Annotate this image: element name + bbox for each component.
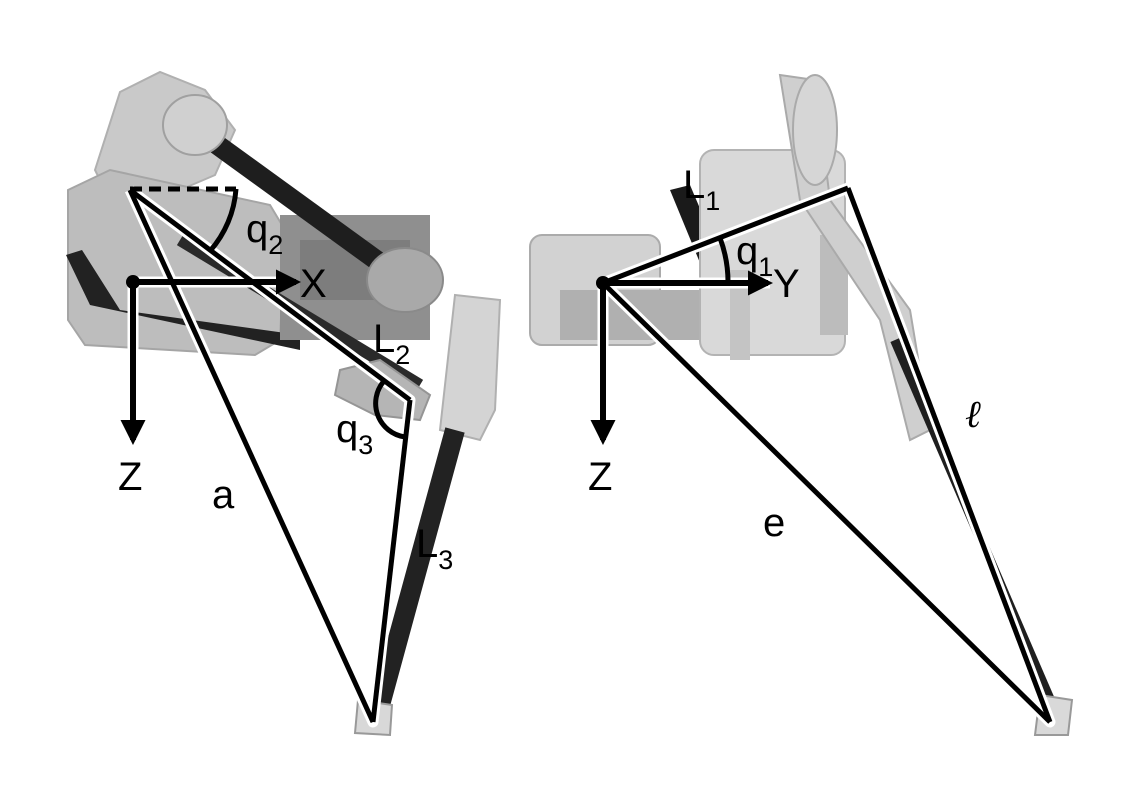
q2-label: q2 <box>246 207 283 260</box>
link-l2-line <box>128 188 412 402</box>
ell-label: ℓ <box>965 392 981 436</box>
q1-label: q1 <box>736 229 773 282</box>
l2-label: L2 <box>373 317 410 370</box>
length-l-line <box>845 187 1053 723</box>
e-label: e <box>763 501 785 545</box>
left-origin-dot <box>126 275 140 289</box>
l1-label: L1 <box>683 163 720 216</box>
q3-angle-arc <box>373 379 406 440</box>
z-axis-label-right: Z <box>588 455 612 499</box>
link-l1-line <box>602 185 849 286</box>
right-robot-illustration <box>529 73 1074 736</box>
q3-label: q3 <box>336 407 373 460</box>
l3-label: L3 <box>416 522 453 575</box>
distance-e-line <box>601 281 1052 724</box>
link-l3-line <box>370 399 413 723</box>
a-label: a <box>212 473 235 517</box>
right-origin-dot <box>596 276 610 290</box>
left-kinematic-overlay <box>120 185 416 728</box>
distance-a-line <box>127 188 376 724</box>
x-axis-label: X <box>300 262 327 306</box>
z-axis-label-left: Z <box>118 455 142 499</box>
y-axis-label: Y <box>773 262 800 306</box>
right-kinematic-overlay <box>590 182 1056 728</box>
q2-angle-arc <box>208 188 239 253</box>
